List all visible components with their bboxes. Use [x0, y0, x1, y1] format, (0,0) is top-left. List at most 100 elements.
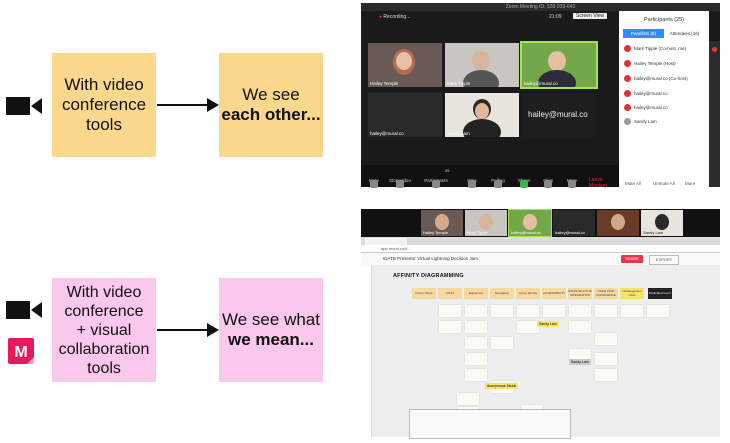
header-sticky[interactable]: Navigation [490, 288, 514, 299]
zoom-meeting-window: Zoom Meeting ID: 328-939-640 ● Recording… [361, 3, 720, 189]
idea-sticky[interactable] [491, 337, 513, 349]
sticky-note-see-each-other: We see each other... [219, 53, 323, 157]
idea-sticky[interactable] [647, 305, 669, 317]
browser-tab[interactable] [365, 238, 407, 245]
idea-sticky[interactable] [517, 321, 539, 333]
mural-side-toolbar [709, 41, 720, 187]
browser-tabs [361, 237, 720, 245]
participant-row[interactable]: hailey@mural.co [624, 104, 668, 111]
stop-video-button[interactable]: Stop Video [387, 178, 413, 188]
tab-attendees[interactable]: Attendees (16) [669, 31, 700, 36]
header-sticky[interactable]: Dedicated users [648, 288, 672, 299]
participant-row[interactable]: hailey@mural.co [624, 90, 668, 97]
chat-button[interactable]: Chat [535, 178, 561, 188]
header-sticky[interactable]: Equipment [464, 288, 488, 299]
note-text-plain: We see what [222, 310, 320, 329]
participant-row[interactable]: Hailey Temple (Host) [624, 60, 676, 67]
qa-button[interactable]: Q&A [459, 178, 485, 188]
polling-button[interactable]: Polling [485, 178, 511, 188]
video-tile[interactable]: Hailey Temple [368, 43, 442, 87]
video-tile-active-speaker[interactable]: hailey@mural.co [508, 209, 552, 237]
more-button[interactable]: More [559, 178, 585, 188]
selection-frame [409, 409, 571, 439]
video-camera-icon [6, 301, 42, 319]
idea-sticky[interactable] [621, 305, 643, 317]
idea-sticky[interactable] [465, 337, 487, 349]
screen-view-button[interactable]: Screen View [573, 13, 607, 19]
idea-sticky[interactable] [465, 353, 487, 365]
idea-sticky[interactable] [543, 305, 565, 317]
video-tile[interactable] [597, 210, 639, 236]
share-button[interactable]: Share [511, 178, 537, 188]
note-text: With video conference tools [61, 75, 147, 134]
participant-row[interactable]: hailey@mural.co (Co-host) [624, 75, 688, 82]
board-title[interactable]: IDATB Presents: Virtual Lightning Decisi… [383, 256, 478, 261]
header-sticky[interactable]: Group Name [412, 288, 436, 299]
share-button[interactable]: SHARE [621, 255, 643, 263]
canvas-title: AFFINITY DIAGRAMMING [393, 273, 464, 279]
leave-meeting-button[interactable]: Leave Meeting [589, 177, 607, 189]
video-tile[interactable]: Mark Tipple [465, 210, 507, 236]
video-tile[interactable]: Sandy Lam [445, 93, 519, 137]
meeting-time: 21:09 [549, 14, 562, 20]
idea-sticky[interactable] [439, 305, 461, 317]
video-strip: Hailey Temple Mark Tipple hailey@mural.c… [361, 209, 720, 237]
idea-sticky[interactable] [569, 305, 591, 317]
idea-sticky[interactable] [465, 321, 487, 333]
note-text-bold: we mean... [228, 330, 314, 349]
panel-more-button[interactable]: More [685, 181, 696, 186]
mural-logo-icon: M [8, 338, 34, 364]
participants-tabs: Panelists (8) Attendees (16) [623, 29, 705, 38]
header-sticky[interactable]: ACCESSIBILITY [542, 288, 566, 299]
meeting-toolbar: Mute Stop Video Participants 25 Q&A Poll… [361, 165, 619, 189]
arrow-right [157, 323, 219, 337]
header-sticky[interactable]: Uncategorized notes [620, 288, 644, 299]
note-text-plain: We see [242, 85, 300, 104]
note-text-bold: each other... [221, 105, 321, 124]
header-sticky[interactable]: INFRASTRUCTURE INTEGRATION [568, 288, 592, 299]
idea-sticky[interactable] [595, 333, 617, 345]
participants-badge: 25 [445, 168, 450, 173]
recording-indicator: ● Recording... [379, 14, 411, 20]
header-sticky[interactable]: USER TASK KNOWLEDGE [594, 288, 618, 299]
idea-sticky[interactable] [595, 353, 617, 365]
video-tile-active-speaker[interactable]: hailey@mural.co [520, 41, 598, 89]
header-sticky[interactable]: COST [438, 288, 462, 299]
participants-button[interactable]: Participants [423, 178, 449, 188]
participant-row[interactable]: Sandy Lam [624, 118, 657, 125]
note-text: With video conference + visual collabora… [58, 283, 150, 377]
idea-sticky[interactable] [457, 393, 479, 405]
idea-sticky[interactable] [465, 369, 487, 381]
sticky-note-video-conference: With video conference tools [52, 53, 156, 157]
unmute-all-button[interactable]: Unmute All [653, 181, 675, 186]
video-tile[interactable]: hailey@mural.co [368, 93, 442, 137]
idea-sticky[interactable] [491, 305, 513, 317]
svg-text:M: M [14, 344, 27, 361]
idea-sticky[interactable] [439, 321, 461, 333]
video-tile[interactable]: hailey@mural.co [553, 210, 595, 236]
video-tile[interactable]: Sandy Lam [641, 210, 683, 236]
participants-panel: Participants (25) Panelists (8) Attendee… [619, 11, 709, 187]
video-camera-icon [6, 97, 42, 115]
participant-row[interactable]: Mark Tipple (Co-host, me) [624, 45, 686, 52]
sticky-note-see-what-we-mean: We see what we mean... [219, 278, 323, 382]
idea-sticky[interactable] [465, 305, 487, 317]
mute-button[interactable]: Mute [361, 178, 387, 188]
address-bar[interactable]: app.mural.co/t/... [361, 245, 720, 253]
video-tile[interactable]: Hailey Temple [421, 210, 463, 236]
idea-sticky[interactable] [517, 305, 539, 317]
export-button[interactable]: EXPORT [649, 255, 679, 265]
video-tile-name-only[interactable]: hailey@mural.co [522, 93, 596, 137]
tab-panelists[interactable]: Panelists (8) [623, 29, 664, 38]
arrow-right [157, 98, 219, 112]
mural-left-toolbar [361, 265, 372, 437]
idea-sticky[interactable] [595, 369, 617, 381]
cursor-tag: Sandy Lam [537, 321, 559, 327]
video-tile[interactable]: Mark Tipple [445, 43, 519, 87]
cursor-tag: Sandy Lam [569, 359, 591, 365]
idea-sticky[interactable] [569, 321, 591, 333]
mute-all-button[interactable]: Mute All [625, 181, 642, 186]
idea-sticky[interactable] [569, 349, 591, 361]
idea-sticky[interactable] [595, 305, 617, 317]
header-sticky[interactable]: Group Identity [516, 288, 540, 299]
